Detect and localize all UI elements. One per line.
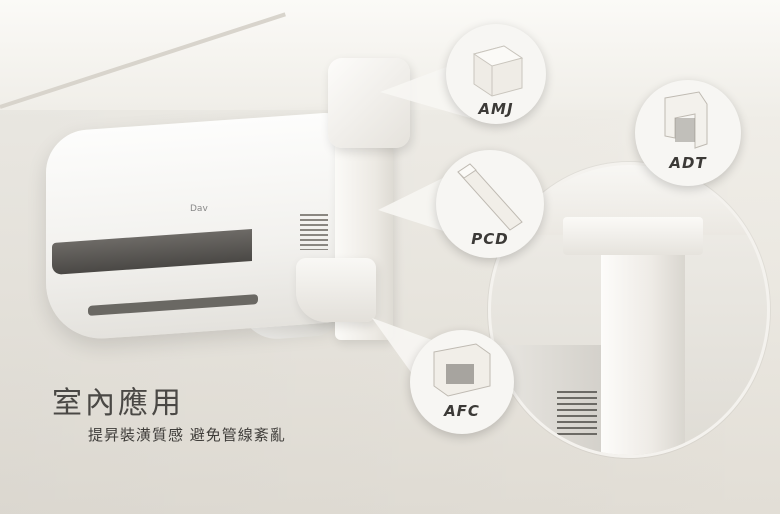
subheading: 提昇裝潢質感 避免管線紊亂 bbox=[88, 426, 286, 444]
ac-brand-logo: Dav bbox=[190, 204, 208, 214]
callout-adt: ADT bbox=[635, 80, 741, 186]
callout-label-afc: AFC bbox=[444, 402, 480, 420]
heading: 室內應用 bbox=[52, 386, 184, 421]
detail-duct bbox=[601, 223, 685, 455]
duct-elbow bbox=[296, 258, 376, 322]
amj-part-icon bbox=[472, 45, 524, 97]
callout-pcd: PCD bbox=[436, 150, 544, 258]
ac-side-grille bbox=[300, 214, 328, 250]
callout-label-pcd: PCD bbox=[471, 230, 509, 248]
pcd-part-icon bbox=[457, 163, 523, 231]
callout-label-adt: ADT bbox=[669, 154, 707, 172]
detail-ac-grille bbox=[557, 391, 597, 435]
duct-wall-joint bbox=[328, 58, 410, 148]
callout-amj: AMJ bbox=[446, 24, 546, 124]
callout-afc: AFC bbox=[410, 330, 514, 434]
afc-part-icon bbox=[433, 343, 491, 397]
detail-duct-cap bbox=[563, 217, 703, 255]
detail-view-circle bbox=[488, 162, 770, 458]
adt-part-icon bbox=[664, 91, 708, 149]
callout-label-amj: AMJ bbox=[478, 100, 514, 118]
